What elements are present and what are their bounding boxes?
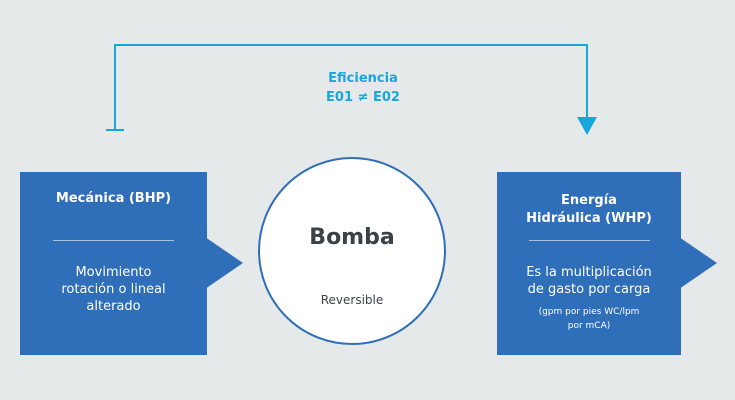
hydraulic-energy-title: Energía Hidráulica (WHP) [497,192,681,228]
hydraulic-energy-box: Energía Hidráulica (WHP) Es la multiplic… [497,172,681,355]
description-line: de gasto por carga [527,282,651,297]
description-line: Movimiento [75,265,152,280]
description-line: Es la multiplicación [526,265,652,280]
left-box-pointer [205,237,243,289]
note-line: por mCA) [567,321,611,331]
bracket-arrowhead-icon [577,117,597,135]
pump-title: Bomba [309,225,395,250]
description-line: alterado [86,299,141,314]
box-divider [529,240,650,241]
title-line: Energía [561,193,617,208]
pump-circle: Bomba Reversible [258,157,446,345]
note-line: (gpm por pies WC/lpm [538,307,640,317]
title-line: Hidráulica (WHP) [526,211,652,226]
box-divider [53,240,174,241]
description-line: rotación o lineal [61,282,166,297]
pump-subtitle: Reversible [320,293,384,307]
right-box-pointer [679,237,717,289]
mechanical-energy-box: Mecánica (BHP) Movimiento rotación o lin… [20,172,207,355]
hydraulic-energy-description: Es la multiplicación de gasto por carga [497,264,681,298]
efficiency-bracket-line [114,44,588,130]
hydraulic-energy-note: (gpm por pies WC/lpm por mCA) [497,305,681,333]
efficiency-title: Eficiencia [328,71,398,86]
efficiency-formula: E01 ≠ E02 [326,90,400,105]
mechanical-energy-title: Mecánica (BHP) [55,191,172,206]
mechanical-energy-description: Movimiento rotación o lineal alterado [20,264,207,315]
